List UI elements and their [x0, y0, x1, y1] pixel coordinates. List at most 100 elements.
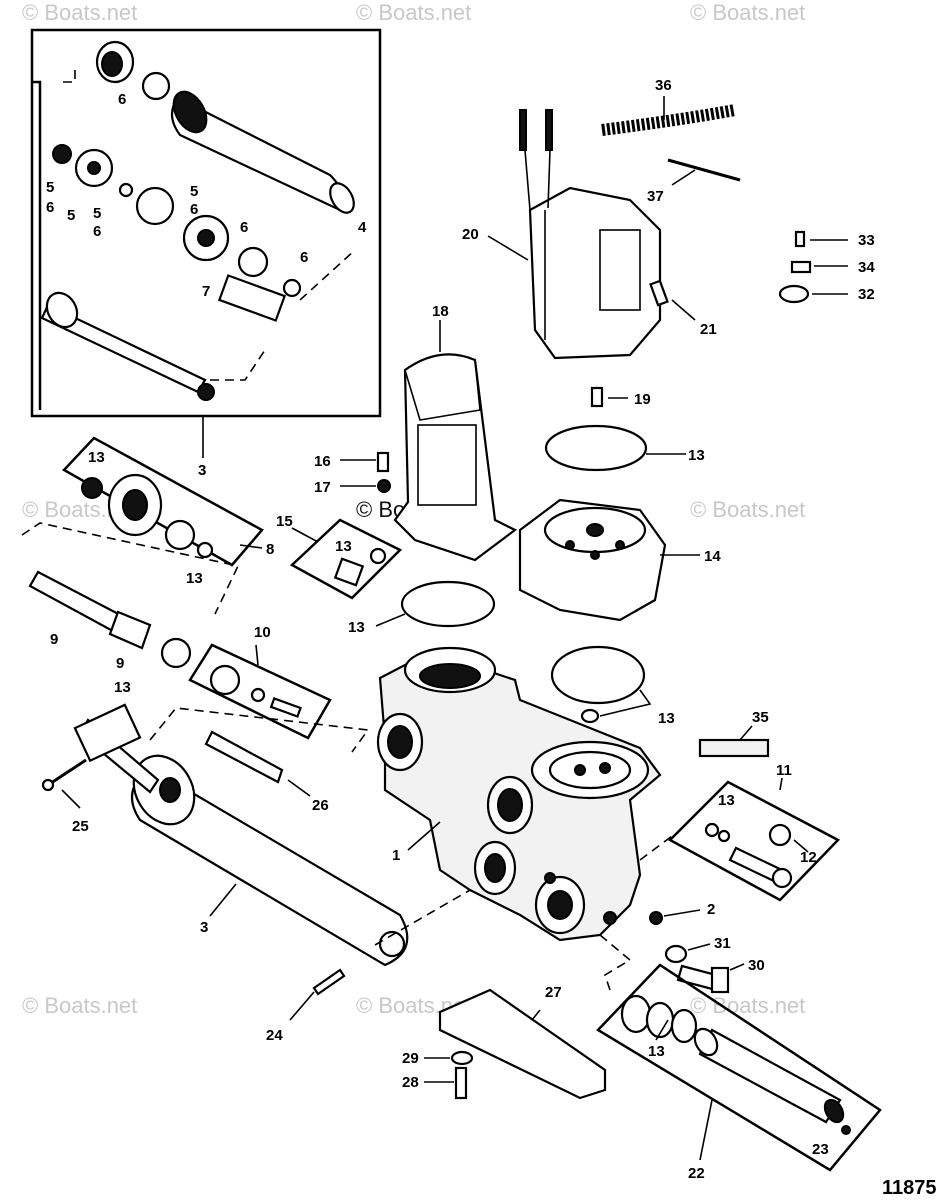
group-dash [21, 522, 240, 615]
callout-label: 26 [312, 797, 329, 814]
fill-plug-part [333, 557, 365, 587]
leader-dash [60, 70, 76, 83]
group-dash [149, 707, 370, 753]
leader-dash [210, 349, 266, 381]
leader-line [287, 779, 311, 797]
pump-part [518, 498, 700, 622]
callout-label: 29 [402, 1050, 419, 1067]
figure-number: 11875 [882, 1177, 937, 1199]
spacer-block-part [438, 988, 607, 1100]
screw-part [794, 230, 848, 248]
ball-part [841, 1125, 851, 1135]
leader-line [671, 169, 696, 186]
leader-line [531, 1009, 541, 1021]
leader-line [291, 527, 319, 543]
trim-cylinder-kit-inset [30, 28, 382, 458]
callout-label: 13 [114, 679, 131, 696]
pump-body-part [376, 646, 662, 942]
inset-frame [30, 28, 382, 418]
callout-label: 9 [50, 631, 58, 648]
callout-label: 36 [655, 77, 672, 94]
callout-label: 31 [714, 935, 731, 952]
leader-dash [299, 249, 356, 301]
leader-line [779, 777, 783, 791]
leader-line [599, 689, 652, 717]
callout-label: 9 [116, 655, 124, 672]
callout-label: 5 [190, 183, 198, 200]
valve-kit-inset [639, 777, 841, 902]
valve-spool-part [107, 473, 163, 537]
watermark: © Boats.net [22, 0, 137, 25]
leader-line [729, 963, 745, 971]
leader-dash [599, 934, 632, 991]
clamp-part [778, 284, 848, 304]
manual-release-valve-group [21, 522, 240, 669]
electric-motor-part [487, 109, 662, 360]
manual-release-kit-inset [62, 436, 264, 567]
clip-part [790, 260, 848, 274]
callout-label: 7 [202, 283, 210, 300]
seal-part [52, 144, 72, 164]
seal-part [768, 823, 792, 847]
callout-label: 19 [634, 391, 651, 408]
washer-part [340, 479, 391, 493]
o-ring-part [160, 637, 192, 669]
callout-label: 13 [335, 538, 352, 555]
callout-label: 34 [858, 259, 875, 276]
leader-line [255, 644, 259, 666]
callout-label: 21 [700, 321, 717, 338]
callout-label: 13 [688, 447, 705, 464]
pin-part [41, 758, 87, 809]
cylinder-tube-part [170, 90, 355, 214]
screw-part [340, 451, 390, 473]
valve-part [209, 664, 241, 696]
callout-label: 6 [46, 199, 54, 216]
leader-line [655, 1019, 669, 1041]
leader-line [407, 821, 441, 851]
washer-part [664, 943, 711, 964]
piston-rod-part [40, 291, 215, 401]
washer-part [424, 1050, 474, 1066]
callouts: 36 37 20 21 33 34 32 18 19 13 16 17 15 1… [46, 77, 875, 1182]
wire-harness-sleeve-part [601, 96, 737, 136]
leader-line [239, 544, 263, 549]
screw-part [649, 279, 696, 321]
inset-frame [667, 780, 841, 902]
callout-label: 13 [648, 1043, 665, 1060]
callout-label: 28 [402, 1074, 419, 1091]
callout-label: 6 [300, 249, 308, 266]
callout-label: 15 [276, 513, 293, 530]
callout-label: 22 [688, 1165, 705, 1182]
callout-label: 8 [266, 541, 274, 558]
leader-dash [374, 889, 471, 946]
washer-part [282, 278, 302, 298]
callout-label: 5 [46, 179, 54, 196]
leader-line [739, 725, 753, 741]
leader-line [687, 943, 711, 951]
o-ring-part [141, 71, 171, 101]
leader-line [793, 839, 809, 853]
plug-part [649, 909, 701, 925]
callout-label: 17 [314, 479, 331, 496]
bolt-part [676, 963, 745, 994]
o-ring-part [670, 1008, 698, 1044]
leader-line [663, 909, 701, 917]
callout-label: 27 [545, 984, 562, 1001]
o-ring-part [717, 829, 731, 843]
callout-label: 2 [707, 901, 715, 918]
fill-plug-inset [289, 518, 403, 600]
o-ring-part [118, 182, 134, 198]
o-ring-part [544, 424, 648, 472]
seal-part [250, 687, 266, 703]
callout-label: 32 [858, 286, 875, 303]
screw-part [269, 697, 302, 718]
leader-line [61, 789, 81, 809]
cable-tie-part [667, 158, 741, 186]
callout-label: 33 [858, 232, 875, 249]
callout-label: 6 [240, 219, 248, 236]
callout-label: 14 [704, 548, 721, 565]
check-valve-kit-inset [188, 643, 332, 740]
callout-label: 24 [266, 1027, 283, 1044]
leader-line [699, 1099, 713, 1161]
